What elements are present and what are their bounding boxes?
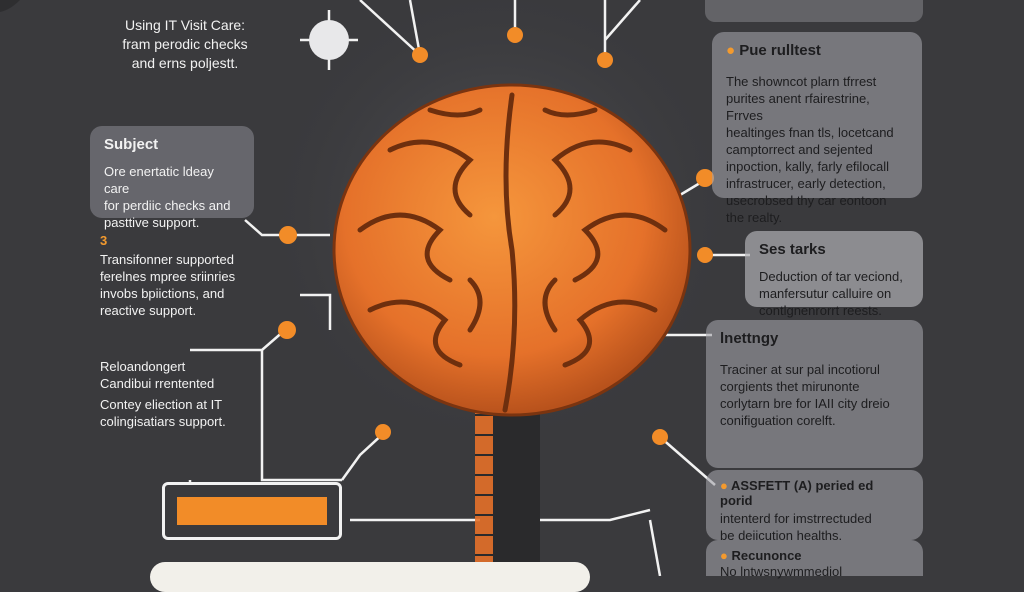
- card1-line: inpoction, kally, farly efilocall: [726, 159, 890, 174]
- block-4-line-3: Contey eliection at IT: [100, 397, 223, 412]
- card3-line: Traciner at sur pal incotiorul: [720, 362, 880, 377]
- right-card-5-title: ● Recunonce: [720, 548, 802, 563]
- connector-dot: [278, 321, 296, 339]
- connector-line: [190, 329, 286, 352]
- intro-line-1: Using IT Visit Care:: [124, 17, 246, 33]
- connector-dot: [597, 52, 613, 68]
- subject-card-line-1: Ore enertatic ldeay care: [104, 164, 214, 196]
- card1-line: infrastrucer, early detection,: [726, 176, 886, 191]
- connector-dot: [375, 424, 391, 440]
- right-card-5: ● Recunonce No lntwsnywmmediol: [706, 540, 923, 579]
- card2-line: Deduction of tar veciond,: [759, 269, 903, 284]
- intro-line-3: and erns poljestt.: [131, 55, 239, 71]
- bottom-pill: [150, 562, 590, 592]
- connector-dot: [279, 226, 297, 244]
- connector-line: [359, 0, 421, 56]
- block-3-line-3: invobs bpiictions, and: [100, 286, 225, 301]
- subject-card-line-2: for perdiic checks and: [104, 198, 231, 213]
- right-card-1-title-text: Pue rulltest: [739, 42, 821, 59]
- card1-line: healtinges fnan tls, locetcand: [726, 125, 894, 140]
- diagram-graphics: [0, 0, 750, 576]
- intro-text: Using IT Visit Care: fram perodic checks…: [100, 16, 270, 73]
- card3-line: conifiguation corelft.: [720, 413, 836, 428]
- right-card-3-body: Traciner at sur pal incotiorul corgients …: [720, 361, 909, 429]
- card1-line: camptorrect and sejented: [726, 142, 873, 157]
- connector-line: [244, 219, 330, 237]
- right-card-5-body: No lntwsnywmmediol: [720, 563, 909, 580]
- right-card-4: ● ASSFETT (A) peried ed porid intenterd …: [706, 470, 923, 543]
- connector-line: [350, 508, 651, 522]
- right-card-5-title-text: Recunonce: [731, 548, 802, 563]
- block-4-line-4: colingisatiars support.: [100, 414, 226, 429]
- block-3-number: 3: [100, 233, 108, 248]
- intro-line-2: fram perodic checks: [122, 36, 248, 52]
- right-card-4-title-text: ASSFETT (A) peried ed porid: [720, 478, 874, 508]
- block-4-line-2: Candibui rrentented: [100, 376, 215, 391]
- right-card-1: ● Pue rulltest The showncot plarn tfrres…: [712, 32, 922, 225]
- card4-line: be deiicution healths.: [720, 528, 843, 543]
- connector-dots: [278, 27, 714, 445]
- connector-line: [340, 431, 386, 481]
- connector-line: [604, 0, 641, 41]
- connector-line: [260, 350, 342, 482]
- connector-dot: [697, 247, 713, 263]
- card2-line: manfersutur calluire on: [759, 286, 892, 301]
- right-card-4-title: ● ASSFETT (A) peried ed porid: [720, 478, 874, 508]
- card3-line: corlytarn bre for IAII city dreio: [720, 396, 890, 411]
- connector-dot: [412, 47, 428, 63]
- subject-card-line-3: pasttive support.: [104, 215, 200, 230]
- orange-bar-fill: [177, 497, 327, 525]
- connector-line: [300, 293, 332, 330]
- card2-line: contlgnenrorrt reests.: [759, 303, 882, 318]
- connector-line: [648, 519, 662, 576]
- connector-dot: [507, 27, 523, 43]
- right-card-1-body: The showncot plarn tfrrest purites anent …: [726, 73, 908, 226]
- card4-line: intenterd for imstrrectuded: [720, 511, 872, 526]
- right-card-3-title: lnettngy: [720, 330, 779, 347]
- brain-stem: [475, 380, 540, 576]
- top-right-card-fragment: [705, 0, 923, 22]
- card1-line: usecrobsed thy car eontoon: [726, 193, 887, 208]
- card3-line: corgients thet mirunonte: [720, 379, 860, 394]
- right-card-3: lnettngy Traciner at sur pal incotiorul c…: [706, 320, 923, 468]
- block-3-line-2: ferelnes mpree sriinries: [100, 269, 236, 284]
- orange-bar-box: [162, 482, 342, 540]
- crosshair-icon: [300, 10, 358, 70]
- card1-line: purites anent rfairestrine, Frrves: [726, 91, 870, 123]
- connector-line: [659, 436, 716, 486]
- card5-line: No lntwsnywmmediol: [720, 564, 843, 579]
- right-card-2: Ses tarks Deduction of tar veciond, manfe…: [745, 231, 923, 318]
- right-card-2-title: Ses tarks: [759, 241, 826, 258]
- block-4-line-1: Reloandongert: [100, 359, 186, 374]
- block-3-line-4: reactive support.: [100, 303, 197, 318]
- subject-card: Subject Ore enertatic ldeay care for per…: [90, 126, 254, 230]
- card1-line: The showncot plarn tfrrest: [726, 74, 877, 89]
- subject-card-title: Subject: [104, 136, 159, 153]
- card1-line: the realty.: [726, 210, 783, 225]
- right-card-4-body: intenterd for imstrrectuded be deiicution…: [720, 510, 909, 544]
- right-card-2-body: Deduction of tar veciond, manfersutur cal…: [759, 268, 909, 319]
- connector-dot: [652, 429, 668, 445]
- block-3-line-1: Transifonner supported: [100, 252, 234, 267]
- brain-illustration: [332, 83, 692, 417]
- block-4: Reloandongert Candibui rrentented Contey…: [100, 358, 270, 430]
- block-3: 3 Transifonner supported ferelnes mpree …: [100, 232, 270, 319]
- connector-dot: [696, 169, 714, 187]
- right-card-1-title: ● Pue rulltest: [726, 42, 821, 59]
